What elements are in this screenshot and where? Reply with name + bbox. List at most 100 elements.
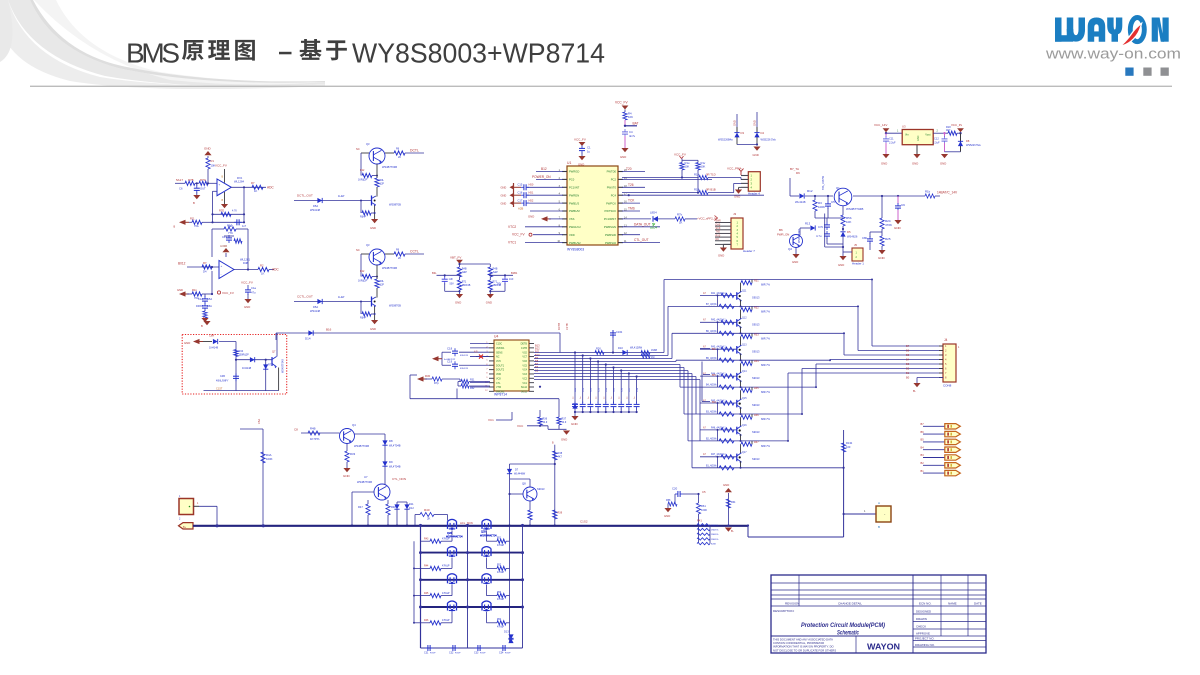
svg-text:2.2uF: 2.2uF bbox=[889, 141, 896, 145]
svg-text:D11: D11 bbox=[409, 502, 414, 506]
svg-text:D4B: D4B bbox=[243, 261, 248, 265]
svg-text:Q4: Q4 bbox=[352, 423, 356, 427]
svg-text:DESCRIPTION:: DESCRIPTION: bbox=[773, 609, 795, 613]
svg-text:R72P: R72P bbox=[430, 653, 436, 655]
svg-text:B: B bbox=[201, 324, 203, 328]
svg-text:NOT DISCLOSE TO OR DUPLICATE F: NOT DISCLOSE TO OR DUPLICATE FOR OTHERS bbox=[773, 648, 836, 652]
svg-text:1: 1 bbox=[179, 495, 181, 498]
svg-text:SG13: SG13 bbox=[521, 390, 528, 393]
svg-text:R7E: R7E bbox=[219, 209, 224, 213]
svg-text:1K7P%: 1K7P% bbox=[310, 437, 320, 441]
svg-text:B6: B6 bbox=[921, 430, 925, 434]
svg-text:R35: R35 bbox=[754, 387, 759, 390]
svg-text:WS4626: WS4626 bbox=[847, 235, 858, 239]
svg-text:REVISION: REVISION bbox=[785, 602, 799, 606]
svg-text:Q22: Q22 bbox=[447, 532, 452, 535]
svg-text:0R B1B: 0R B1B bbox=[706, 188, 716, 192]
svg-text:2: 2 bbox=[856, 256, 858, 259]
svg-text:J3: J3 bbox=[733, 212, 737, 216]
svg-text:B: B bbox=[878, 525, 880, 529]
svg-text:R#L: R#L bbox=[380, 179, 385, 182]
svg-text:1: 1 bbox=[864, 509, 866, 513]
svg-text:1L&P: 1L&P bbox=[338, 295, 345, 299]
svg-text:PWR_ON: PWR_ON bbox=[777, 233, 789, 237]
svg-text:DOUT1: DOUT1 bbox=[496, 364, 505, 367]
svg-text:1M05%: 1M05% bbox=[711, 534, 718, 536]
svg-text:GND: GND bbox=[528, 214, 534, 218]
svg-text:S9013: S9013 bbox=[752, 322, 760, 326]
svg-text:4n7u: 4n7u bbox=[629, 134, 636, 138]
svg-text:PWRGD: PWRGD bbox=[569, 170, 579, 174]
svg-text:6: 6 bbox=[559, 209, 561, 212]
svg-text:D14: D14 bbox=[305, 337, 311, 341]
svg-text:WL4148: WL4148 bbox=[795, 200, 806, 204]
svg-text:9: 9 bbox=[486, 377, 488, 379]
svg-text:Q21: Q21 bbox=[447, 532, 452, 535]
svg-text:WS08T0B: WS08T0B bbox=[389, 203, 401, 207]
svg-text:WS4148: WS4148 bbox=[310, 208, 321, 212]
svg-text:C25: C25 bbox=[614, 387, 616, 392]
svg-text:PWRS32: PWRS32 bbox=[605, 241, 617, 245]
svg-text:100R&2P: 100R&2P bbox=[239, 353, 250, 356]
svg-text:RX0: RX0 bbox=[716, 234, 721, 237]
svg-text:GND: GND bbox=[244, 305, 250, 309]
svg-text:WP8714: WP8714 bbox=[494, 393, 507, 397]
svg-text:GND: GND bbox=[486, 301, 492, 305]
svg-text:C12: C12 bbox=[198, 297, 203, 301]
svg-text:Q16: Q16 bbox=[742, 424, 747, 427]
svg-text:Schematic: Schematic bbox=[837, 630, 859, 637]
svg-text:68R.7%: 68R.7% bbox=[761, 310, 771, 313]
svg-text:VC7: VC7 bbox=[522, 356, 527, 359]
svg-text:D8: D8 bbox=[389, 439, 393, 443]
svg-text:20: 20 bbox=[624, 169, 627, 172]
svg-text:B11: B11 bbox=[535, 350, 540, 354]
svg-text:VC2: VC2 bbox=[522, 377, 527, 380]
svg-text:C22: C22 bbox=[591, 387, 593, 392]
svg-text:Protection Circuit Module(PCM): Protection Circuit Module(PCM) bbox=[801, 622, 885, 629]
svg-text:B: B bbox=[552, 442, 554, 445]
svg-text:WS08T0B: WS08T0B bbox=[389, 304, 401, 308]
svg-text:C18: C18 bbox=[447, 347, 453, 351]
svg-text:R41: R41 bbox=[697, 519, 702, 523]
svg-text:1N4148: 1N4148 bbox=[209, 346, 219, 350]
svg-text:B1UF2F: B1UF2F bbox=[460, 368, 469, 370]
svg-text:B-: B- bbox=[731, 529, 734, 533]
svg-text:1M05%: 1M05% bbox=[711, 539, 718, 541]
svg-text:R4A: R4A bbox=[266, 453, 272, 457]
svg-text:B5: B5 bbox=[921, 438, 925, 442]
svg-text:R1v: R1v bbox=[701, 161, 706, 165]
svg-text:R12: R12 bbox=[807, 189, 813, 193]
svg-text:B5: B5 bbox=[906, 353, 910, 357]
svg-text:B1: B1 bbox=[921, 469, 925, 473]
svg-text:18: 18 bbox=[624, 185, 627, 188]
svg-text:GND: GND bbox=[578, 163, 584, 167]
svg-text:VCC_PF/A: VCC_PF/A bbox=[727, 167, 742, 171]
svg-text:WS4B7T04B: WS4B7T04B bbox=[382, 266, 397, 270]
svg-text:C16: C16 bbox=[518, 190, 523, 194]
svg-text:ECN NO.: ECN NO. bbox=[919, 602, 932, 606]
svg-text:1: 1 bbox=[958, 346, 960, 349]
svg-text:100K: 100K bbox=[818, 205, 825, 209]
svg-text:10: 10 bbox=[557, 240, 560, 243]
svg-text:B-: B- bbox=[913, 389, 916, 393]
svg-text:Q7: Q7 bbox=[272, 351, 276, 354]
svg-text:R72P: R72P bbox=[455, 653, 461, 655]
svg-text:GND: GND bbox=[204, 147, 212, 151]
svg-text:B012: B012 bbox=[178, 262, 186, 266]
svg-text:Q27: Q27 bbox=[481, 530, 486, 533]
svg-text:11: 11 bbox=[624, 240, 627, 243]
svg-text:VC5: VC5 bbox=[522, 364, 527, 367]
svg-text:WS5226 5Va: WS5226 5Va bbox=[761, 138, 777, 142]
svg-text:WSF04N4ZT04: WSF04N4ZT04 bbox=[480, 535, 497, 538]
svg-text:C4: C4 bbox=[629, 130, 633, 134]
svg-text:Q14: Q14 bbox=[742, 370, 747, 373]
svg-text:2: 2 bbox=[559, 177, 561, 180]
svg-text:WL4128W: WL4128W bbox=[630, 346, 643, 350]
svg-text:C15: C15 bbox=[518, 183, 523, 187]
svg-text:44.9: 44.9 bbox=[562, 421, 567, 424]
svg-text:B5_4(D)%: B5_4(D)% bbox=[706, 358, 717, 360]
svg-text:WS4148: WS4148 bbox=[310, 309, 321, 313]
svg-text:1u: 1u bbox=[619, 397, 621, 399]
svg-text:WS5226 5Va: WS5226 5Va bbox=[966, 144, 981, 147]
svg-text:C5: C5 bbox=[831, 200, 835, 204]
